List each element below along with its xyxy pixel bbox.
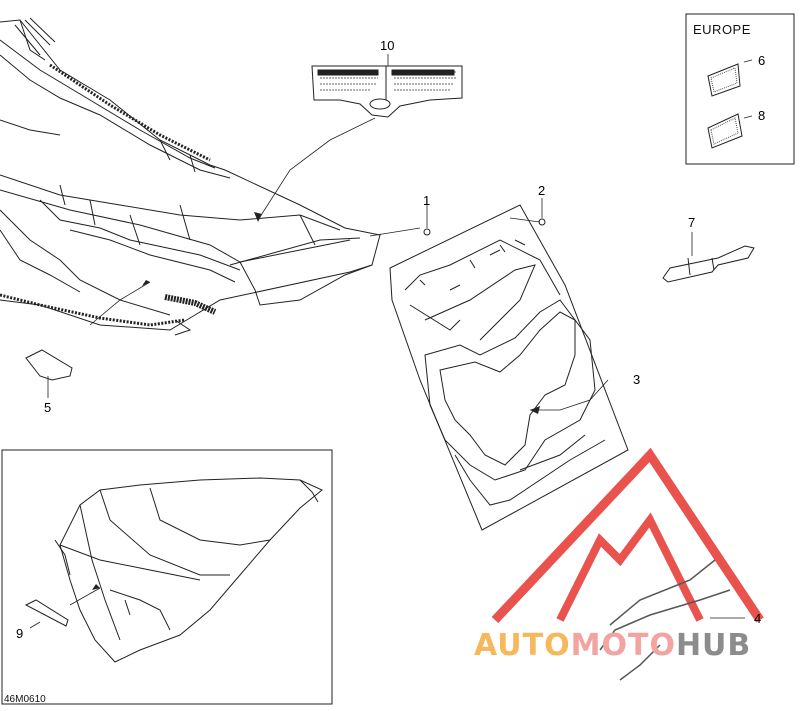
- reflector-5: [25, 349, 73, 381]
- callout-8: 8: [758, 108, 766, 123]
- screw-1: [423, 228, 431, 236]
- snow-flap-3: [389, 204, 629, 531]
- callout-4: 4: [754, 611, 762, 626]
- europe-label: EUROPE: [693, 22, 751, 37]
- slide-rails: [0, 63, 217, 336]
- callout-5: 5: [44, 400, 52, 415]
- watermark-text: AUTOMOTOHUB: [474, 628, 751, 663]
- watermark-part-auto: AUTO: [474, 628, 571, 663]
- tunnel-frame: [0, 17, 381, 331]
- arrow-head: [92, 584, 100, 590]
- watermark-logo: [491, 447, 764, 681]
- callout-9: 9: [16, 626, 24, 641]
- watermark-part-moto: MOTO: [570, 628, 676, 663]
- callout-2: 2: [538, 183, 546, 198]
- decal-10: [311, 65, 463, 118]
- watermark-part-hub: HUB: [675, 628, 752, 663]
- europe-box: [685, 13, 795, 165]
- inset-box: [1, 449, 333, 705]
- callout-7: 7: [688, 215, 696, 230]
- arrow-head: [254, 212, 262, 222]
- leader-lines: [29, 54, 753, 629]
- callout-10: 10: [380, 38, 395, 53]
- callout-3: 3: [633, 372, 641, 387]
- callout-1: 1: [423, 193, 431, 208]
- callout-6: 6: [758, 53, 766, 68]
- figure-code: 46M0610: [4, 694, 46, 705]
- arrow-head: [142, 280, 150, 286]
- bracket-7: [662, 245, 755, 283]
- arrow-head: [530, 406, 540, 414]
